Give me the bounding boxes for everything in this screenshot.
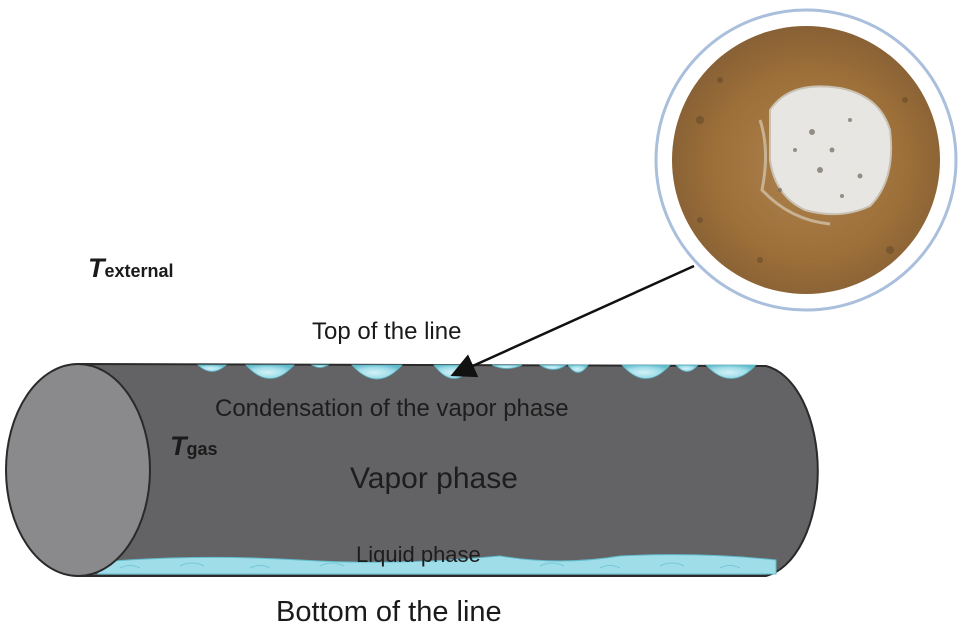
condensation-label: Condensation of the vapor phase xyxy=(215,395,569,422)
top-of-line-label: Top of the line xyxy=(312,318,462,345)
droplet xyxy=(491,364,523,369)
pipe-end-cap xyxy=(5,363,151,577)
droplet xyxy=(538,364,568,370)
t-gas-label: Tgas xyxy=(170,431,218,462)
t-gas-symbol: T xyxy=(170,431,187,461)
pipe-body xyxy=(77,362,819,577)
droplet xyxy=(567,364,589,373)
bottom-of-line-label: Bottom of the line xyxy=(276,596,502,628)
t-gas-subscript: gas xyxy=(186,439,218,459)
vapor-phase-label: Vapor phase xyxy=(350,462,518,495)
droplet xyxy=(675,364,699,372)
liquid-phase-label: Liquid phase xyxy=(356,542,481,567)
droplet xyxy=(705,364,757,379)
corrosion-inset xyxy=(654,8,958,312)
t-external-symbol: T xyxy=(88,253,105,283)
liquid-texture xyxy=(119,562,741,569)
pointer-arrow-icon xyxy=(450,264,695,378)
droplet xyxy=(351,364,403,380)
droplet xyxy=(196,364,228,372)
droplet xyxy=(310,364,330,368)
t-external-subscript: external xyxy=(104,261,174,281)
droplet xyxy=(621,364,671,379)
t-external-label: Texternal xyxy=(88,253,174,284)
liquid-layer xyxy=(97,554,777,575)
droplet xyxy=(245,364,295,379)
